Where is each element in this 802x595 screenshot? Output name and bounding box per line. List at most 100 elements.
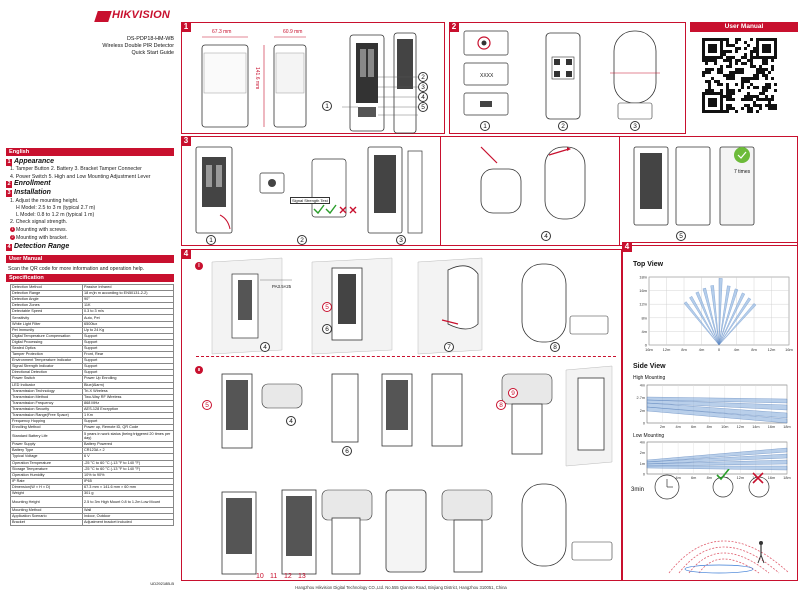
side-x-tick: 10m — [721, 425, 728, 429]
side-x-tick: 4m — [675, 425, 680, 429]
appearance-drawing — [201, 32, 418, 134]
install-line-3: L Model: 0.8 to 1.2 m (typical 1 m) — [16, 212, 95, 218]
panel-installation-enable: 7 times 5 — [620, 136, 798, 246]
detection-beam — [689, 296, 720, 346]
spec-key: Mounting Height — [10, 496, 83, 509]
callout-9: 9 — [508, 388, 518, 398]
product-model: DS-PDP18-HM-WB — [126, 36, 174, 42]
option-2-mark: II — [195, 366, 203, 374]
detection-beam — [718, 292, 746, 346]
appearance-line-1: 1. Tamper Button 2. Battery 3. Bracket T… — [10, 166, 142, 172]
detection-beam — [718, 278, 723, 346]
detection-beam — [683, 301, 720, 346]
top-x-tick: 8m — [681, 347, 687, 352]
side-y-tick: 4m — [640, 384, 645, 388]
doc-type: Quick Start Guide — [131, 50, 174, 56]
left-column: HIKVISION DS-PDP18-HM-WB Wireless Double… — [6, 8, 174, 588]
panel-appearance: 1 67.3 mm 60.9 mm 141.6 mm 1 2 3 4 5 — [181, 22, 445, 134]
spec-key: Standard Battery Life — [10, 430, 83, 443]
callout-3: 3 — [630, 121, 640, 131]
spec-key: Bracket — [10, 519, 83, 527]
callout-8: 8 — [550, 342, 560, 352]
side-x-tick: 16m — [768, 425, 775, 429]
user-manual-bar: User Manual — [6, 255, 174, 263]
callout-5b: 5 — [202, 400, 212, 410]
installation-drawing-middle — [480, 146, 586, 220]
detection-beam — [718, 285, 731, 346]
top-y-tick: 12m — [639, 302, 647, 307]
appearance-heading: 1 Appearance — [6, 158, 55, 166]
product-name: Wireless Double PIR Detector — [102, 43, 174, 49]
enrollment-drawing — [463, 30, 660, 120]
divider-dashed — [196, 356, 616, 357]
brand-name: HIKVISION — [112, 9, 171, 22]
top-x-tick: 12m — [768, 347, 776, 352]
detection-band — [646, 399, 788, 411]
detection-beam — [718, 288, 739, 346]
callout-1: 1 — [322, 101, 332, 111]
detection-band — [646, 447, 788, 463]
callout-2: 2 — [418, 72, 428, 82]
spec-value: Power up, Remote ID, QR Code — [82, 424, 174, 432]
installation-drawing-right — [633, 146, 755, 226]
callout-2: 2 — [558, 121, 568, 131]
detection-band — [646, 396, 788, 404]
side-x-tick: 18m — [783, 425, 790, 429]
installation-drawing-left — [195, 146, 423, 234]
panel-number: 1 — [181, 22, 191, 32]
callout-5: 5 — [418, 102, 428, 112]
callout-1: 1 — [480, 121, 490, 131]
panel-number: 4 — [622, 242, 632, 252]
side-x-tick: 16m — [768, 476, 775, 480]
panel-number: 2 — [449, 22, 459, 32]
top-x-tick: 16m — [785, 347, 793, 352]
option-1-mark: I — [195, 262, 203, 270]
callout-10: 10 — [256, 573, 264, 580]
height-dimension: 141.6 mm — [254, 67, 260, 90]
side-view-title: Side View — [633, 363, 666, 370]
low-mount-chart: 4m2m1m02m4m6m8m10m12m14m16m18m — [640, 441, 791, 481]
spec-value: 5 years in work status (being triggered … — [82, 430, 174, 443]
callout-5: 5 — [322, 302, 332, 312]
side-y-tick: 4m — [640, 441, 645, 445]
mounting-drawing — [211, 257, 613, 575]
top-x-tick: 4m — [699, 347, 705, 352]
panel-installation-battery: 4 — [441, 136, 620, 246]
callout-3: 3 — [418, 82, 428, 92]
callout-4: 4 — [541, 231, 551, 241]
depth-dimension: 60.9 mm — [283, 29, 303, 35]
top-view-title: Top View — [633, 261, 664, 268]
callout-6b: 6 — [342, 446, 352, 456]
side-y-tick: 2m — [640, 451, 645, 455]
language-bar: English — [6, 148, 174, 156]
callout-13: 13 — [298, 573, 306, 580]
install-line-4: 2. Check signal strength. — [10, 219, 68, 225]
callout-4: 4 — [260, 342, 270, 352]
side-y-tick: 2m — [640, 409, 645, 413]
callout-5: 5 — [676, 231, 686, 241]
specification-bar: Specification — [6, 274, 174, 282]
width-dimension: 67.3 mm — [212, 29, 232, 35]
screw-spec: PA3.5×25 — [272, 284, 292, 289]
detection-beam — [695, 291, 720, 346]
qr-code[interactable] — [700, 36, 780, 114]
callout-4: 4 — [418, 92, 428, 102]
enroll-code-text: XXXX — [480, 73, 494, 79]
detection-band — [646, 465, 788, 471]
installation-heading: 3 Installation — [6, 189, 51, 197]
callout-6: 6 — [322, 324, 332, 334]
footer-address: Hangzhou Hikvision Digital Technology CO… — [295, 585, 507, 590]
callout-8b: 8 — [496, 400, 506, 410]
doc-id: UD29218B-B — [150, 581, 174, 586]
side-x-tick: 8m — [707, 425, 712, 429]
top-x-tick: 16m — [645, 347, 653, 352]
logo-mark-icon — [94, 10, 112, 22]
top-y-tick: 18m — [639, 275, 647, 280]
top-x-tick: 0 — [718, 347, 721, 352]
